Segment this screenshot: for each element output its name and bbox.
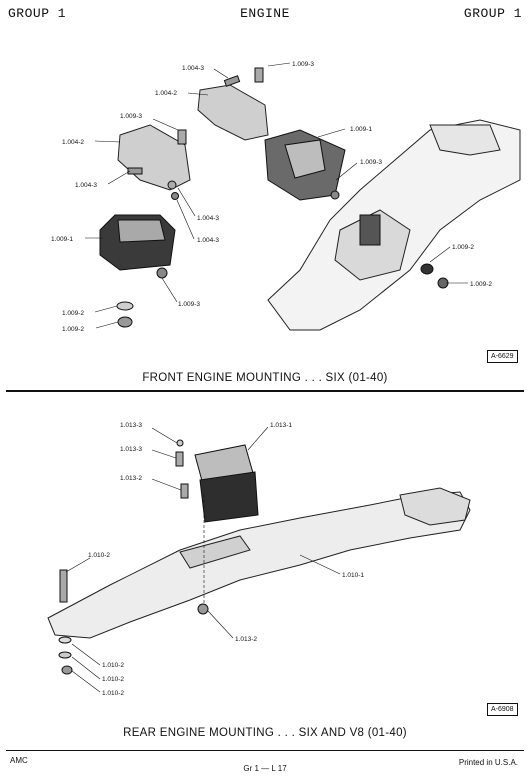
rear-mount-insulator [199,471,259,523]
rear-leader-lines [65,426,341,693]
callout-1: 1.013-3 [120,422,142,429]
front-mounting-illustration: 1.004-3 1.009-3 1.004-2 1.009-3 1.004-2 … [51,61,521,333]
callout-2: 1.013-3 [120,446,142,453]
rear-mounting-illustration: 1.013-3 1.013-3 1.013-1 1.013-2 1.010-2 … [47,422,471,697]
bolt-1004-3-left [127,167,143,175]
front-figure-ref: A-6629 [487,350,518,363]
washer-1010-2-a [58,636,72,644]
nut-1004-3 [171,192,179,200]
callout-4: 1.013-2 [120,475,142,482]
frame-bracket-block [359,214,381,246]
callout-6: 1.009-1 [350,126,372,133]
callout-3: 1.013-1 [270,422,292,429]
bolt-1009-3-top [254,67,264,83]
washer-1010-2-b [58,651,72,659]
insulator-mount-left-top [117,219,166,243]
washer-1004-3 [167,180,177,190]
header-title: ENGINE [240,6,290,21]
callout-10: 1.004-3 [197,237,219,244]
nut-1009-3-right [330,190,340,200]
front-figure-caption: FRONT ENGINE MOUNTING . . . SIX (01-40) [142,372,388,384]
nut-1009-3-lower [156,267,168,279]
callout-1: 1.004-3 [182,65,204,72]
footer-page-number: Gr 1 — L 17 [243,764,287,773]
callout-13: 1.009-3 [178,301,200,308]
bolt-1013-3 [175,451,184,467]
callout-6: 1.010-1 [342,572,364,579]
rear-crossmember-pad [179,535,251,569]
front-leader-lines [85,62,468,329]
washer-1013-3 [176,439,184,447]
bolt-1004-3-top [223,75,241,87]
callout-9: 1.004-3 [197,215,219,222]
footer-left: AMC [10,756,28,765]
callout-5: 1.010-2 [88,552,110,559]
front-mounting-figure: 1.004-3 1.009-3 1.004-2 1.009-3 1.004-2 … [0,30,530,390]
washer-1009-2-right [420,263,434,275]
callout-15: 1.009-2 [62,310,84,317]
insulator-mount-right-top [284,139,326,179]
callout-8: 1.004-3 [75,182,97,189]
section-divider [6,390,524,392]
callout-5: 1.004-2 [62,139,84,146]
front-callout-labels: 1.004-3 1.009-3 1.004-2 1.009-3 1.004-2 … [51,61,492,333]
callout-10: 1.010-2 [102,690,124,697]
callout-12: 1.009-2 [452,244,474,251]
rear-callout-labels: 1.013-3 1.013-3 1.013-1 1.013-2 1.010-2 … [88,422,364,697]
rear-crossmember [47,491,471,639]
callout-16: 1.009-2 [62,326,84,333]
footer-right: Printed in U.S.A. [458,758,518,767]
washer-1009-2-left [116,301,134,311]
callout-4: 1.009-3 [120,113,142,120]
nut-1010-2 [61,665,73,675]
bolt-1009-3-left [177,129,187,145]
bolt-1013-2-upper [180,483,189,499]
header-group-left: GROUP 1 [8,6,67,21]
rear-figure-caption: REAR ENGINE MOUNTING . . . SIX AND V8 (0… [123,727,407,739]
nut-1009-2-left [117,316,133,328]
nut-1013-2-lower [197,603,209,615]
callout-11: 1.009-1 [51,236,73,243]
rear-figure-ref: A-6908 [487,703,518,716]
callout-14: 1.009-2 [470,281,492,288]
callout-7: 1.009-3 [360,159,382,166]
callout-9: 1.010-2 [102,676,124,683]
callout-3: 1.004-2 [155,90,177,97]
footer-divider [6,750,524,751]
stud-1010-2 [59,569,68,603]
callout-7: 1.013-2 [235,636,257,643]
rear-crossmember-end [399,487,471,526]
frame-end [429,124,501,156]
callout-2: 1.009-3 [292,61,314,68]
rear-mounting-figure: 1.013-3 1.013-3 1.013-1 1.013-2 1.010-2 … [0,400,530,720]
header-group-right: GROUP 1 [463,6,522,21]
callout-8: 1.010-2 [102,662,124,669]
upper-bracket-top [197,84,269,141]
